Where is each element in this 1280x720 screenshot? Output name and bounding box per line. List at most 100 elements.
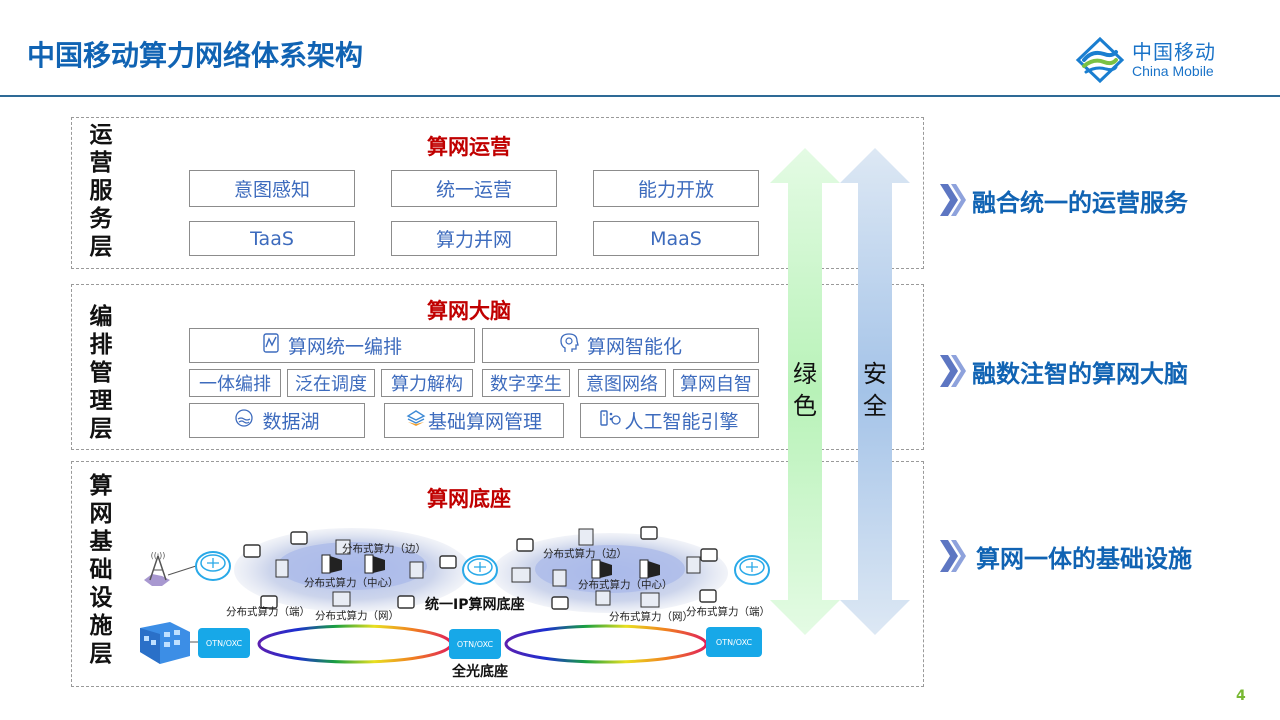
security-arrow-label: 安全: [863, 360, 887, 420]
terminal-device-icons: [243, 526, 718, 610]
cell-tower-icon: ((ı)): [144, 551, 170, 586]
double-chevron-icon: [940, 184, 966, 216]
layer-operations-service: 运营服务层 算网运营 意图感知 统一运营 能力开放 TaaS 算力并网 MaaS: [71, 117, 924, 269]
box-basic-network-management: 基础算网管理: [384, 403, 564, 438]
green-arrow: [770, 148, 840, 635]
ip-base-label: 统一IP算网底座: [425, 597, 525, 613]
page-title: 中国移动算力网络体系架构: [27, 39, 364, 72]
label-network-right: 分布式算力（网）: [609, 611, 693, 623]
layer-label: 算网基础设施层: [89, 473, 113, 667]
label-center-right: 分布式算力（中心）: [578, 579, 673, 591]
label-edge-right: 分布式算力（边）: [543, 548, 627, 560]
router-icon: [734, 555, 770, 585]
box-label: 数据湖: [262, 411, 320, 433]
logo-text-cn: 中国移动: [1132, 40, 1216, 64]
box-ubiquitous-scheduling: 泛在调度: [287, 369, 375, 397]
box-integrated-orchestration: 一体编排: [189, 369, 281, 397]
feature-infrastructure: 算网一体的基础设施: [938, 536, 1192, 576]
box-compute-grid: 算力并网: [391, 221, 557, 256]
datacenter-icon: [364, 554, 385, 574]
label-center-left: 分布式算力（中心）: [304, 577, 399, 589]
ai-engine-icon: [600, 409, 622, 432]
datacenter-icon: [591, 559, 612, 579]
terminal-icon: [243, 544, 261, 558]
layer-heading: 算网运营: [427, 135, 511, 159]
server-icon: [511, 567, 531, 583]
security-arrow: [840, 148, 910, 635]
box-compute-deconstruction: 算力解构: [381, 369, 473, 397]
terminal-icon: [551, 596, 569, 610]
china-mobile-logo: 中国移动 China Mobile: [1074, 36, 1234, 84]
box-taas: TaaS: [189, 221, 355, 256]
box-capability-opening: 能力开放: [593, 170, 759, 207]
terminal-icon: [640, 526, 658, 540]
box-digital-twin: 数字孪生: [482, 369, 570, 397]
feature-brain: 融数注智的算网大脑: [938, 351, 1188, 391]
layer-orchestration-management: 编排管理层 算网大脑 算网统一编排 算网智能化 一体编排 泛在调度 算力解构 数…: [71, 284, 924, 450]
box-intent-network: 意图网络: [578, 369, 666, 397]
terminal-icon: [700, 548, 718, 562]
datacenter-icon: [321, 554, 342, 574]
terminal-icon: [516, 538, 534, 552]
terminal-icon: [699, 589, 717, 603]
layer-heading: 算网底座: [427, 487, 511, 511]
box-maas: MaaS: [593, 221, 759, 256]
label-edge-left: 分布式算力（边）: [342, 543, 426, 555]
box-network-autonomy: 算网自智: [673, 369, 759, 397]
feature-text: 融合统一的运营服务: [972, 188, 1188, 217]
layer-label: 运营服务层: [89, 122, 113, 260]
optical-base-label: 全光底座: [452, 664, 508, 680]
feature-text: 融数注智的算网大脑: [972, 359, 1188, 388]
datacenter-icon: [639, 559, 660, 579]
header-divider: [0, 95, 1280, 97]
box-unified-orchestration: 算网统一编排: [189, 328, 475, 363]
otn-oxc-node: OTN/OXC: [706, 627, 762, 657]
data-lake-icon: [234, 408, 254, 433]
page-number: 4: [1236, 688, 1246, 704]
feature-operations: 融合统一的运营服务: [938, 180, 1188, 220]
server-icon: [409, 561, 424, 579]
feature-text: 算网一体的基础设施: [976, 544, 1192, 573]
box-label: 算网智能化: [586, 336, 682, 358]
logo-text-en: China Mobile: [1132, 63, 1214, 79]
datacenter-icons: [321, 554, 660, 579]
label-network-left: 分布式算力（网）: [315, 610, 399, 622]
server-icon: [332, 591, 351, 607]
otn-oxc-node: OTN/OXC: [198, 628, 250, 658]
server-icons: [275, 528, 701, 608]
server-icon: [335, 539, 351, 555]
label-terminal-right: 分布式算力（端）: [686, 606, 770, 618]
layer-label: 编排管理层: [89, 304, 113, 442]
server-icon: [275, 559, 289, 578]
server-icon: [686, 556, 701, 574]
otn-oxc-node: OTN/OXC: [449, 629, 501, 659]
router-icon: [462, 555, 498, 585]
box-ai-engine: 人工智能引擎: [580, 403, 759, 438]
double-chevron-icon: [940, 540, 966, 572]
optical-ring-left: [257, 624, 453, 664]
box-network-intelligence: 算网智能化: [482, 328, 759, 363]
green-arrow-label: 绿色: [793, 360, 817, 420]
box-label: 人工智能引擎: [624, 411, 739, 433]
server-icon: [595, 590, 611, 606]
terminal-icon: [260, 595, 278, 609]
box-label: 算网统一编排: [287, 336, 402, 358]
optical-ring-right: [504, 624, 708, 664]
layer-infrastructure: 算网基础设施层 算网底座: [71, 461, 924, 687]
label-terminal-left: 分布式算力（端）: [226, 606, 310, 618]
link-line: [167, 565, 197, 576]
server-icon: [552, 569, 567, 587]
server-icon: [640, 592, 660, 608]
china-mobile-logo-icon: [1075, 36, 1125, 84]
box-data-lake: 数据湖: [189, 403, 365, 438]
server-icon: [578, 528, 594, 546]
terminal-icon: [397, 595, 415, 609]
box-label: 基础算网管理: [427, 411, 542, 433]
double-chevron-icon: [940, 355, 966, 387]
svg-text:((ı)): ((ı)): [151, 551, 166, 560]
ai-head-icon: [559, 332, 579, 359]
compute-cloud-left: [234, 528, 470, 612]
layers-icon: [406, 408, 426, 433]
chart-doc-icon: [262, 333, 280, 358]
